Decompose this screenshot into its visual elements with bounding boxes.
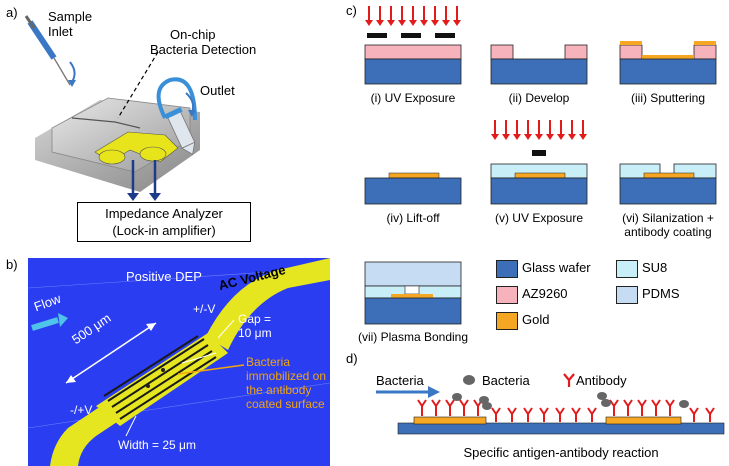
antibody-row	[417, 399, 715, 422]
minus-plus-voltage: -/+V	[70, 403, 93, 417]
step-iv-label: (iv) Lift-off	[386, 211, 440, 225]
step-vi	[619, 163, 717, 205]
collection-tube	[164, 107, 196, 155]
step-vii	[364, 261, 462, 325]
legend-swatch-az9260	[496, 286, 518, 304]
substrate	[397, 422, 725, 435]
gold-electrode-left	[413, 416, 487, 425]
width-label: Width = 25 μm	[118, 438, 196, 452]
step-i-label: (i) UV Exposure	[370, 91, 456, 105]
gap-label: Gap =10 μm	[238, 312, 272, 340]
step-i	[364, 6, 462, 85]
bound-bacteria	[452, 392, 689, 410]
microfluidic-chip-illustration	[24, 15, 200, 201]
impedance-analyzer-box: Impedance Analyzer(Lock-in amplifier)	[77, 202, 251, 242]
legend-bacteria-label: Bacteria	[482, 373, 530, 388]
syringe	[24, 15, 71, 86]
outlet-label: Outlet	[200, 83, 235, 98]
length-arrow	[65, 322, 157, 384]
uv-arrows	[368, 6, 458, 22]
electrode-lead-bottom	[50, 408, 123, 466]
legend-label-pdms: PDMS	[642, 286, 680, 301]
electrode-micrograph	[28, 258, 330, 466]
detection-pointer	[117, 51, 159, 119]
fabrication-process-diagram	[364, 6, 717, 325]
electrode-gaps	[103, 335, 217, 420]
panel-c-label: c)	[346, 3, 357, 18]
outlet-tubing	[156, 77, 197, 121]
legend-antibody-label: Antibody	[576, 373, 627, 388]
step-ii	[490, 44, 588, 85]
material-legend: Glass wafer SU8 AZ9260 PDMS Gold	[496, 260, 726, 340]
panel-b-label: b)	[6, 257, 18, 272]
step-v	[490, 120, 588, 205]
flow-arrow	[31, 317, 59, 331]
legend-label-su8: SU8	[642, 260, 668, 275]
legend-swatch-pdms	[616, 286, 638, 304]
positive-dep-label: Positive DEP	[126, 269, 202, 284]
legend-swatch-gold	[496, 312, 518, 330]
step-vii-label: (vii) Plasma Bonding	[357, 330, 469, 344]
bacteria-arrow-label: Bacteria	[376, 373, 424, 388]
inlet-arrow	[69, 61, 76, 83]
step-iii	[619, 41, 717, 85]
chip-electrode-pad	[139, 146, 167, 162]
step-vi-label: (vi) Silanization +antibody coating	[622, 211, 714, 239]
legend-swatch-su8	[616, 260, 638, 278]
gold-electrode-right	[605, 416, 682, 425]
bacteria-legend-icon	[463, 375, 475, 385]
panel-d-label: d)	[346, 351, 358, 366]
antibody-legend-icon	[563, 373, 575, 387]
step-v-label: (v) UV Exposure	[494, 211, 584, 225]
panel-a-label: a)	[6, 5, 18, 20]
legend-label-glass: Glass wafer	[522, 260, 591, 275]
interdigitated-electrodes	[96, 333, 228, 426]
microchannel	[71, 117, 141, 129]
legend-label-gold: Gold	[522, 312, 550, 327]
panel-d-caption: Specific antigen-antibody reaction	[463, 445, 659, 460]
legend-swatch-glass	[496, 260, 518, 278]
plus-minus-voltage: +/-V	[193, 302, 216, 316]
antigen-antibody-diagram	[376, 373, 725, 435]
step-iii-label: (iii) Sputtering	[630, 91, 706, 105]
legend-label-az9260: AZ9260	[522, 286, 568, 301]
step-ii-label: (ii) Develop	[508, 91, 570, 105]
step-iv	[364, 172, 462, 205]
chip-electrode-pad	[98, 149, 126, 165]
electrode-lead-top	[206, 258, 330, 350]
